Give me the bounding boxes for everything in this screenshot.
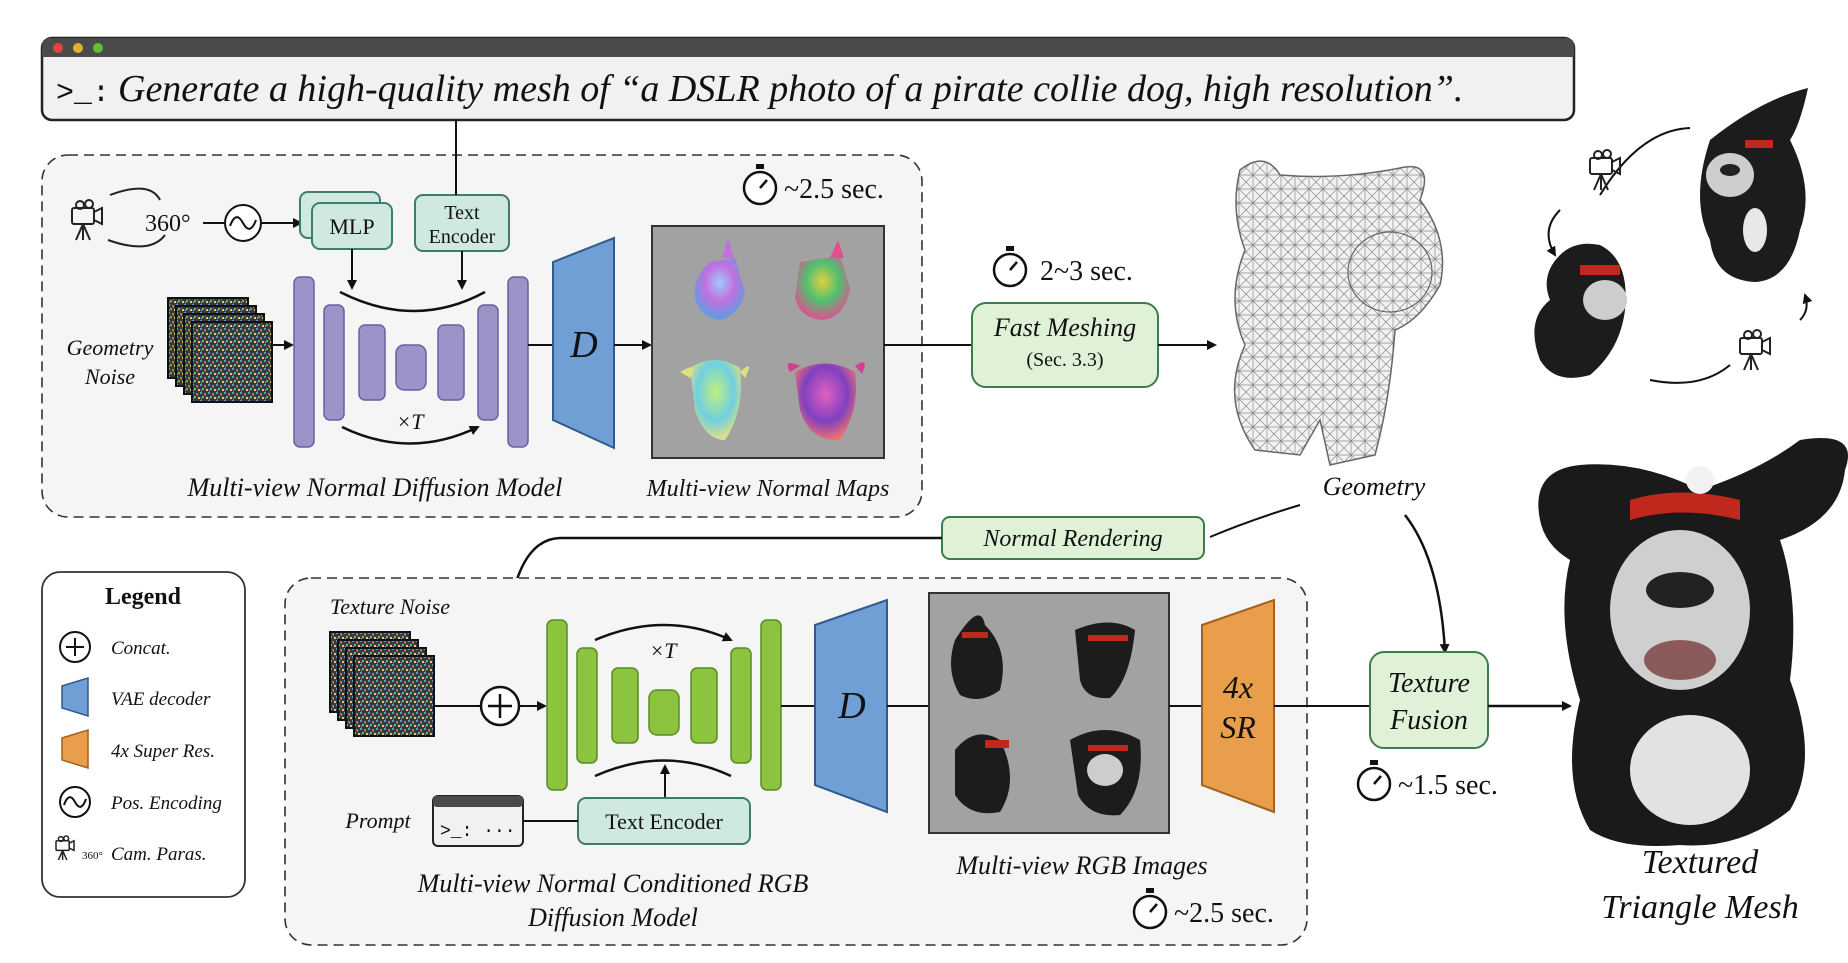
top-stage-timer: ~2.5 sec. <box>784 174 884 205</box>
bottom-stage-title-2: Diffusion Model <box>527 903 698 932</box>
output-label-1: Textured <box>1642 844 1759 881</box>
pos-encoding-icon <box>59 786 91 818</box>
vae-decoder-top: D <box>552 236 615 450</box>
normal-map-view-4 <box>787 362 865 441</box>
timer-icon <box>1356 760 1392 802</box>
camera-icon <box>1589 149 1621 191</box>
timer-icon <box>1132 888 1168 930</box>
fusion-timer: ~1.5 sec. <box>1398 770 1498 801</box>
pos-encoding-icon <box>224 204 262 242</box>
concat-icon <box>479 685 521 727</box>
fast-meshing-sub: (Sec. 3.3) <box>1026 349 1103 371</box>
meshing-timer: 2~3 sec. <box>1040 256 1133 287</box>
mlp-box: MLP <box>299 191 393 250</box>
legend-item-label: 4x Super Res. <box>111 741 215 762</box>
texture-fusion-stage: Texture Fusion ~1.5 sec. <box>1274 651 1572 802</box>
prompt-prefix: >_: <box>56 77 110 111</box>
rgb-view-2 <box>1075 622 1135 699</box>
normal-unet <box>293 276 529 448</box>
legend-item-label: Concat. <box>111 638 171 659</box>
vae-decoder-bottom: D <box>814 598 888 814</box>
legend-cam-angle: 360° <box>82 850 103 862</box>
prompt-text: Generate a high-quality mesh of “a DSLR … <box>118 68 1463 110</box>
orbit-arc <box>107 234 166 248</box>
concat-icon <box>59 631 91 663</box>
vae-decoder-icon <box>61 676 89 718</box>
rgb-unet <box>546 619 782 791</box>
normal-maps-label: Multi-view Normal Maps <box>646 476 890 502</box>
legend-box: Legend Concat. VAE decoder 4x Super Res.… <box>41 571 246 898</box>
close-dot-icon <box>53 43 63 53</box>
text-encoder-label-2: Encoder <box>429 226 496 248</box>
cam-angle-label: 360° <box>145 211 191 237</box>
bottom-stage-timer: ~2.5 sec. <box>1174 898 1274 929</box>
render-dog-1 <box>1700 88 1808 282</box>
prompt-mini-window: >_: ··· <box>432 795 524 847</box>
sr-label-2: SR <box>1220 709 1256 745</box>
super-res-icon <box>61 728 89 770</box>
normal-map-view-1 <box>694 238 745 320</box>
output-label-2: Triangle Mesh <box>1601 889 1798 926</box>
rgb-images-label: Multi-view RGB Images <box>955 851 1207 880</box>
geometry-noise-stack <box>167 297 273 403</box>
fast-meshing-label: Fast Meshing <box>993 313 1136 342</box>
prompt-window: >_: Generate a high-quality mesh of “a D… <box>40 36 1576 122</box>
text-encoder-label-1: Text <box>444 202 480 224</box>
top-stage-title: Multi-view Normal Diffusion Model <box>187 473 563 502</box>
legend-title: Legend <box>105 584 182 610</box>
texture-fusion-label-1: Texture <box>1388 668 1470 699</box>
texture-noise-label: Texture Noise <box>330 594 450 619</box>
texture-fusion-label-2: Fusion <box>1389 705 1468 736</box>
times-t-top: ×T <box>396 409 425 434</box>
textured-mesh-image <box>1538 438 1848 846</box>
decoder-label-top: D <box>569 324 597 366</box>
prompt-label: Prompt <box>344 808 411 833</box>
bottom-stage-title-1: Multi-view Normal Conditioned RGB <box>417 869 809 898</box>
camera-icon <box>55 835 75 861</box>
prompt-mini-glyph: >_: ··· <box>440 822 516 842</box>
mlp-label: MLP <box>329 214 374 239</box>
legend-item-label: VAE decoder <box>111 689 211 710</box>
sr-label-1: 4x <box>1223 669 1253 705</box>
camera-icon <box>71 199 103 241</box>
normal-map-view-3 <box>680 360 749 440</box>
rgb-images-panel <box>928 592 1170 834</box>
normal-map-view-2 <box>795 240 850 320</box>
super-res-block: 4x SR <box>1201 598 1275 814</box>
camera-icon <box>1739 329 1771 371</box>
timer-icon <box>992 246 1028 288</box>
text-encoder-label-bottom: Text Encoder <box>605 809 723 834</box>
text-encoder-box-bottom: Text Encoder <box>577 797 751 845</box>
rgb-view-3 <box>955 734 1010 814</box>
fast-meshing-stage: 2~3 sec. Fast Meshing (Sec. 3.3) Geometr… <box>884 160 1444 501</box>
timer-icon <box>742 164 778 206</box>
times-t-bottom: ×T <box>649 638 678 663</box>
rgb-view-4 <box>1070 730 1141 816</box>
render-dog-2 <box>1534 243 1627 378</box>
geometry-noise-label-2: Noise <box>84 364 135 389</box>
text-encoder-box-top: Text Encoder <box>414 194 510 252</box>
normal-rendering: Normal Rendering <box>500 504 1301 682</box>
normal-rendering-label: Normal Rendering <box>982 526 1162 552</box>
decoder-label-bottom: D <box>837 685 865 727</box>
minimize-dot-icon <box>73 43 83 53</box>
texture-noise-stack <box>329 631 435 737</box>
orbit-arc <box>109 187 161 201</box>
geometry-label: Geometry <box>1323 472 1426 501</box>
rgb-view-1 <box>951 615 1003 699</box>
normal-maps-panel <box>651 225 885 459</box>
top-stage: 360° MLP Text Encoder <box>41 120 923 518</box>
maximize-dot-icon <box>93 43 103 53</box>
render-orbit <box>1534 88 1813 384</box>
geometry-noise-label-1: Geometry <box>67 335 154 360</box>
geometry-mesh-image <box>1233 160 1444 466</box>
bottom-stage: Texture Noise ×T <box>284 577 1308 946</box>
legend-item-label: Cam. Paras. <box>111 844 207 865</box>
legend-item-label: Pos. Encoding <box>110 793 222 814</box>
